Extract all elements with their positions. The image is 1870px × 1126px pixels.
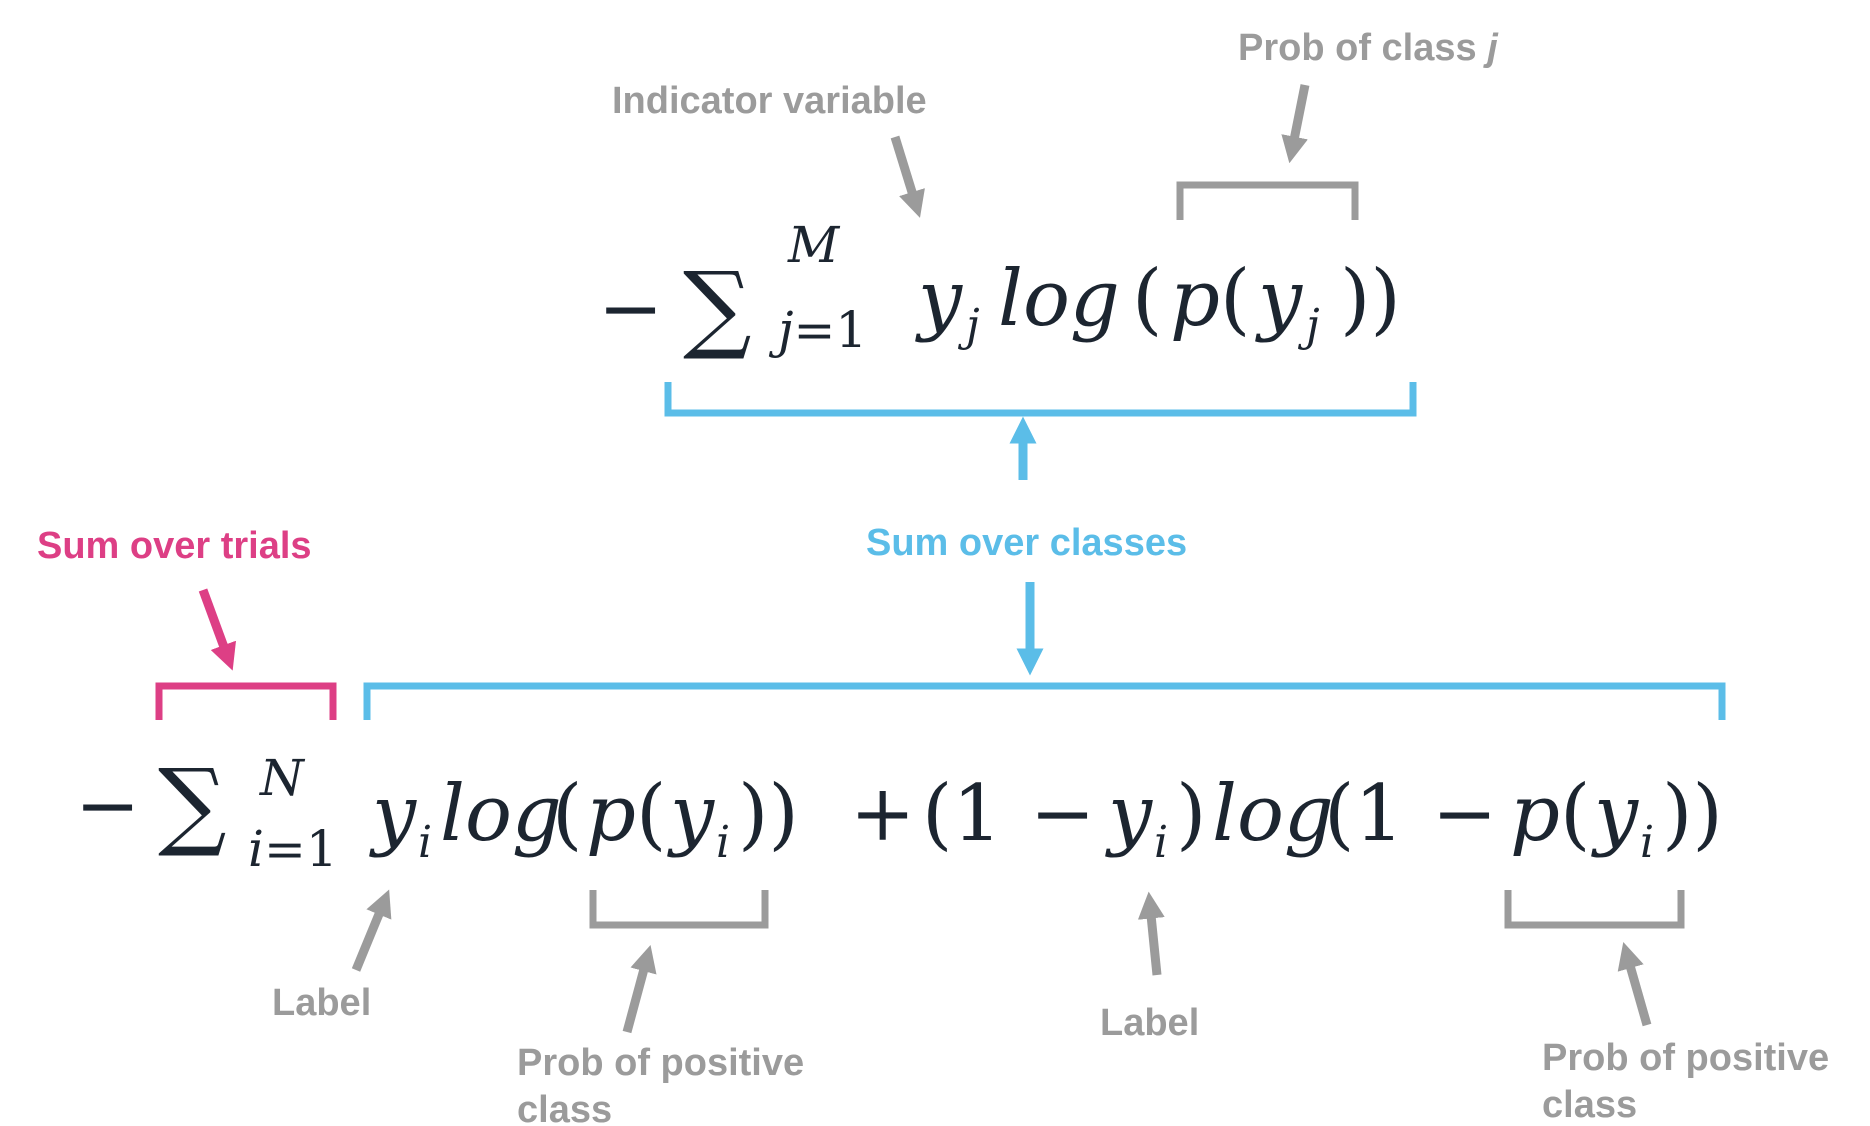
sum-over-classes-label: Sum over classes: [866, 522, 1187, 564]
bottom-sum-over-classes-bracket: [363, 682, 1726, 720]
label-right-arrow: [1137, 891, 1165, 976]
bottom-y3: y: [1105, 769, 1153, 859]
bottom-y3-sub: i: [1154, 817, 1168, 868]
bottom-open1b: (: [636, 769, 666, 859]
formula-bottom: − ∑ N i=1 y i log ( p ( y i )) + (1 − y …: [75, 748, 1723, 878]
top-log: log: [998, 254, 1120, 344]
prob-positive-right-line2: class: [1542, 1084, 1637, 1126]
indicator-variable-arrow: [890, 135, 925, 218]
bottom-open4: (1: [1324, 769, 1404, 859]
prob-of-class-j-label: Prob of class j: [1238, 27, 1499, 69]
top-y: y: [915, 254, 963, 344]
prob-positive-left-arrow: [622, 944, 657, 1034]
bottom-sigma-upper: N: [259, 749, 306, 807]
bottom-sigma: ∑: [158, 748, 227, 860]
bottom-minus3: −: [1432, 769, 1497, 859]
label-left: Label: [272, 982, 371, 1024]
bottom-y4: y: [1591, 769, 1639, 859]
prob-positive-right-line1: Prob of positive: [1542, 1037, 1829, 1079]
bottom-log1: log: [440, 769, 562, 859]
bottom-open4b: (: [1560, 769, 1590, 859]
formula-top: − ∑ M j=1 y j log ( p ( y j )): [598, 216, 1401, 363]
sum-over-trials-arrow: [198, 588, 237, 671]
top-y-2: y: [1255, 254, 1303, 344]
bottom-close1: )): [738, 769, 799, 859]
bottom-y2: y: [667, 769, 715, 859]
prob-class-j-arrow: [1281, 84, 1310, 164]
bottom-y1-sub: i: [418, 817, 432, 868]
top-sigma-lower: j=1: [768, 301, 867, 359]
sum-over-trials-label: Sum over trials: [37, 525, 312, 567]
top-open-paren-2: (: [1220, 254, 1250, 344]
prob-class-j-bracket: [1176, 181, 1359, 220]
bottom-plus: +: [850, 769, 915, 859]
bottom-open3: (1: [922, 769, 1002, 859]
bottom-p1: p: [586, 769, 636, 859]
bottom-open1: (: [552, 769, 582, 859]
bottom-minus2: −: [1030, 769, 1095, 859]
prob-positive-right-arrow: [1617, 942, 1652, 1027]
bottom-sigma-lower: i=1: [248, 820, 338, 878]
prob-positive-left-line1: Prob of positive: [517, 1042, 804, 1084]
top-sum-over-classes-bracket: [664, 382, 1417, 417]
top-sigma-upper: M: [787, 216, 841, 274]
prob-positive-left-line2: class: [517, 1089, 612, 1126]
label-right: Label: [1100, 1002, 1199, 1044]
top-sigma: ∑: [683, 251, 752, 363]
label-left-arrow: [351, 889, 392, 972]
sum-over-trials-bracket: [155, 682, 337, 720]
bottom-close3: ): [1176, 769, 1206, 859]
bottom-p2: p: [1510, 769, 1560, 859]
bottom-y1: y: [369, 769, 417, 859]
bottom-close4: )): [1662, 769, 1723, 859]
prob-positive-left-bracket: [589, 890, 769, 929]
bottom-minus: −: [75, 761, 140, 851]
bottom-y2-sub: i: [716, 817, 730, 868]
top-p: p: [1170, 254, 1220, 344]
top-close-parens: )): [1340, 254, 1401, 344]
indicator-variable-label: Indicator variable: [612, 80, 927, 122]
prob-positive-right-bracket: [1504, 890, 1685, 929]
top-minus: −: [598, 264, 663, 354]
bottom-log2: log: [1212, 769, 1334, 859]
top-open-paren: (: [1132, 254, 1162, 344]
bottom-y4-sub: i: [1640, 817, 1654, 868]
